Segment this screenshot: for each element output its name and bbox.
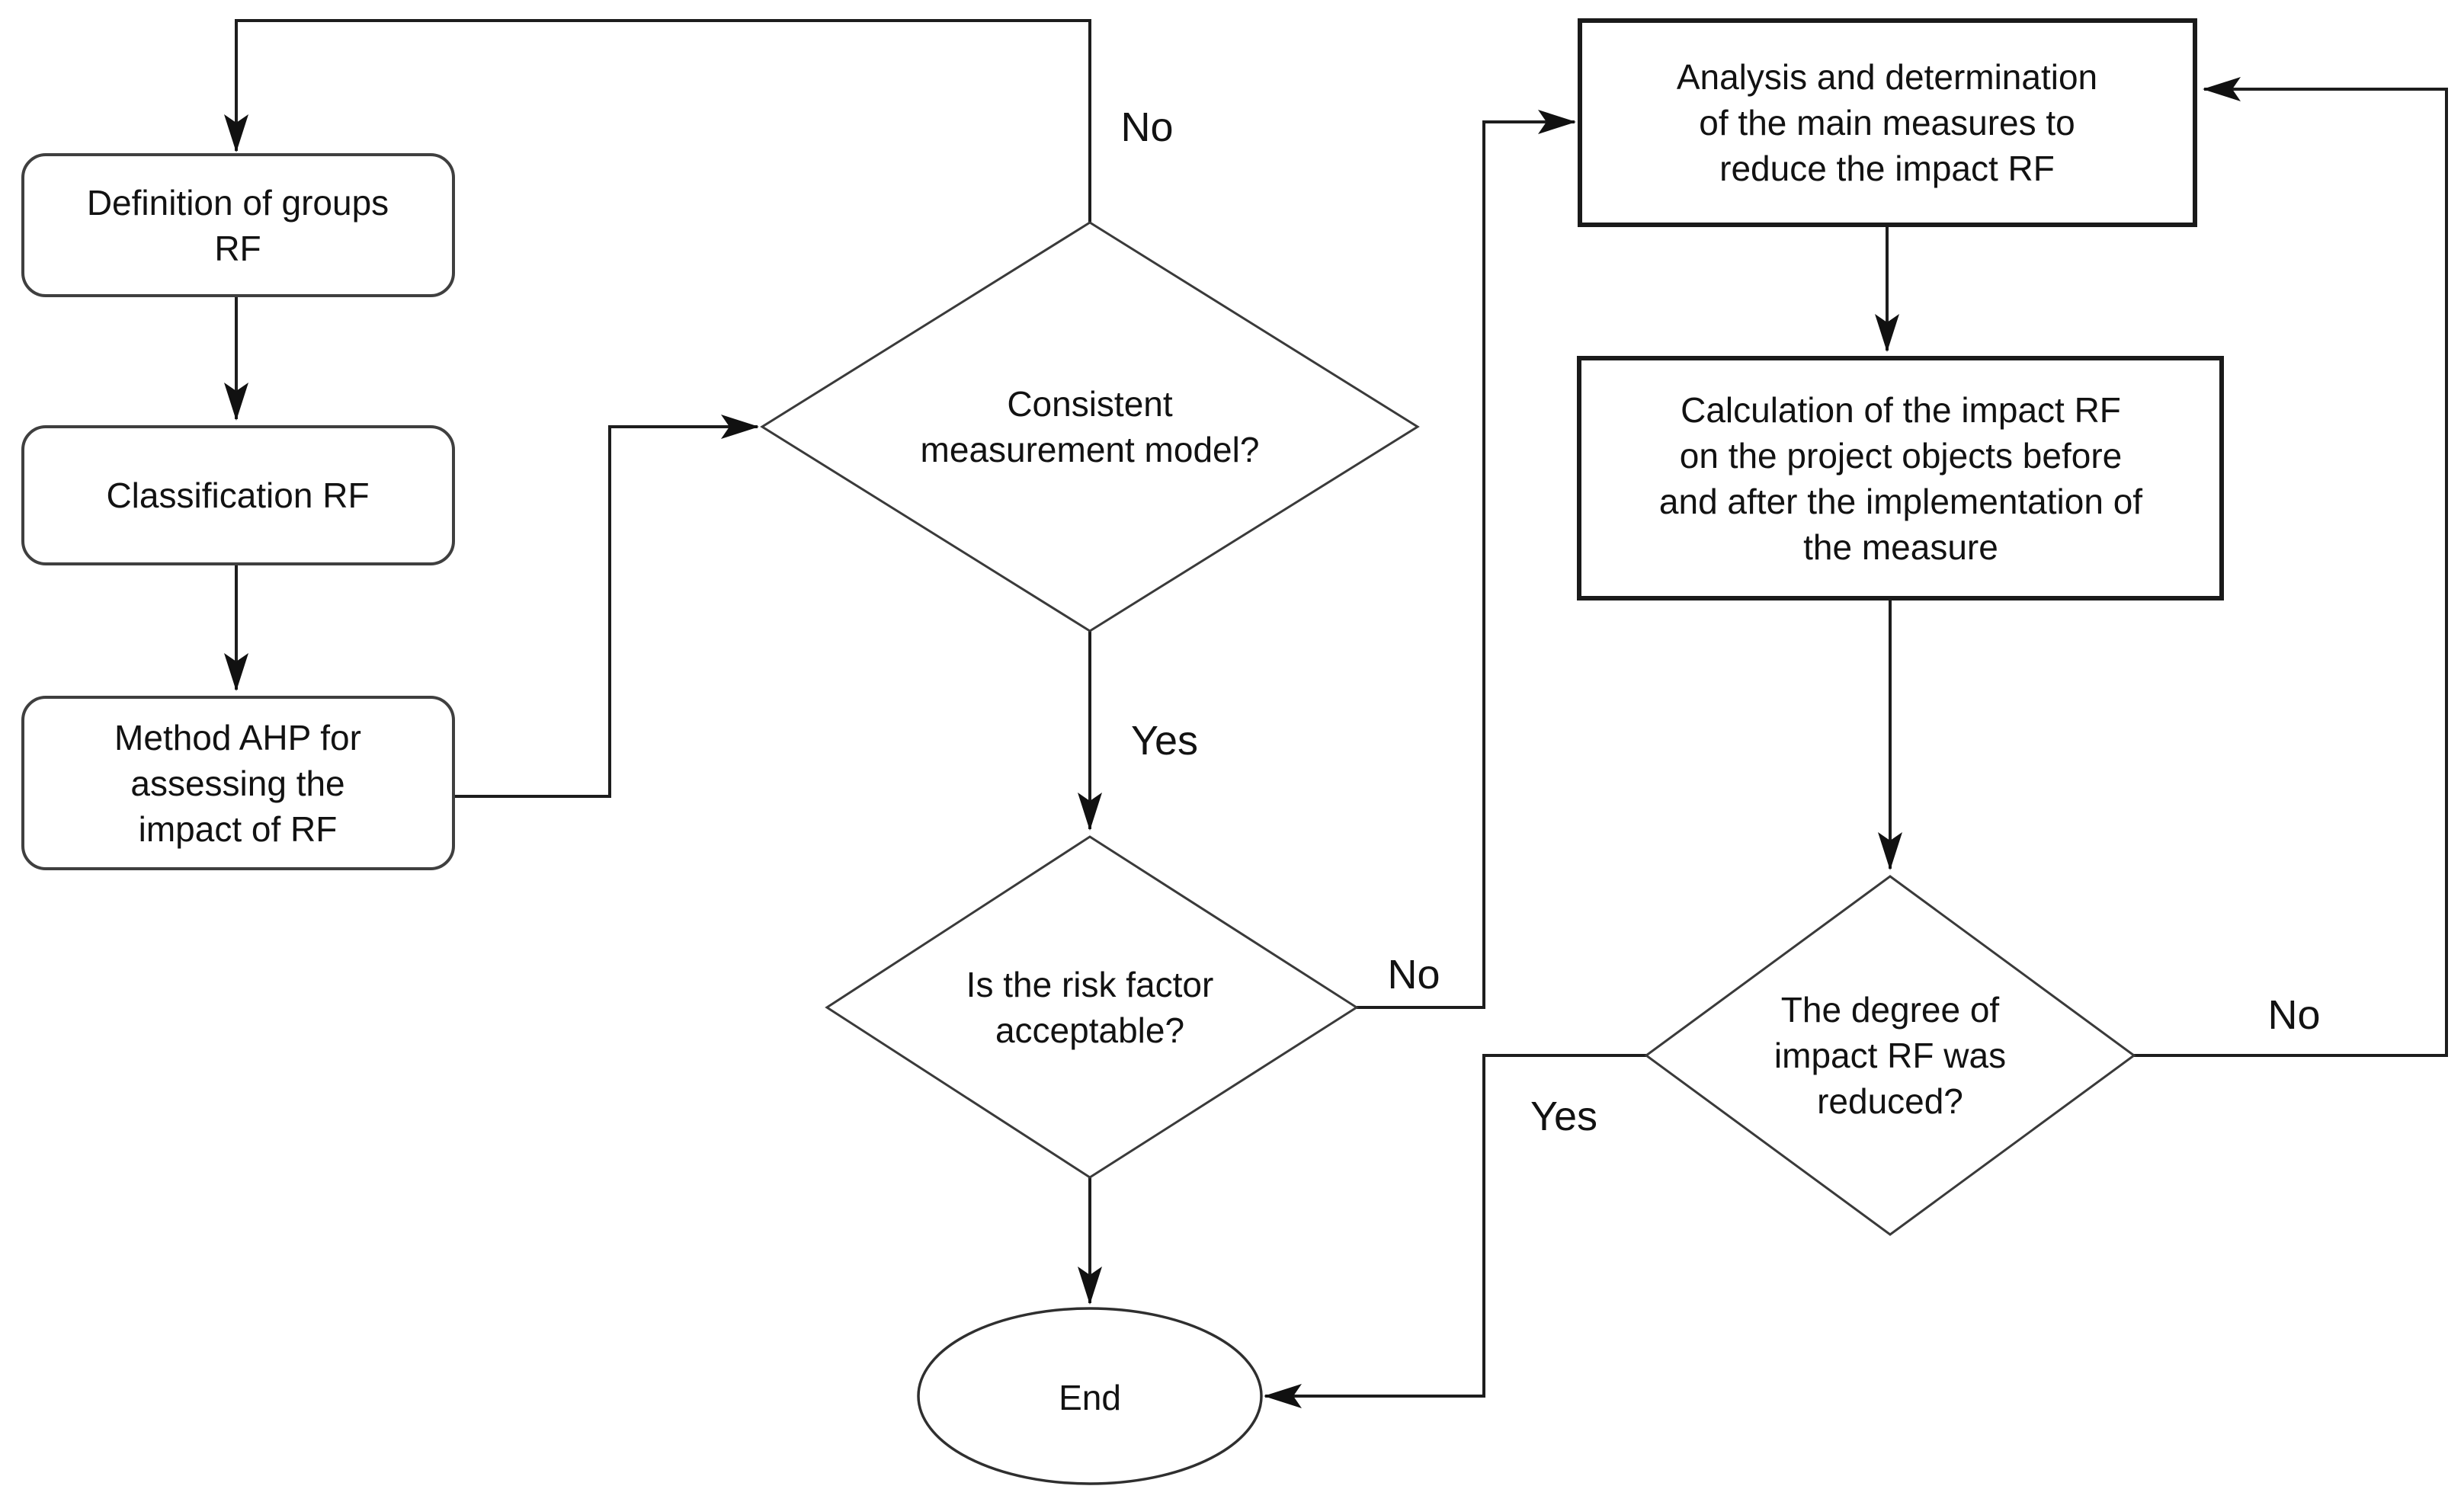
edge-ahp-to-consistent [453, 415, 759, 798]
classification-line-1: Classification RF [106, 476, 369, 515]
calculation-line-3: and after the implementation of [1659, 482, 2142, 521]
definition-line-2: RF [214, 229, 261, 268]
node-analysis-measures: Analysis and determination of the main me… [1578, 18, 2197, 227]
analysis-line-2: of the main measures to [1699, 103, 2075, 143]
classification-box-label: Classification RF [106, 476, 369, 515]
analysis-box-shape [1578, 18, 2197, 227]
degree-line-2: impact RF was [1774, 1036, 2006, 1075]
definition-line-1: Definition of groups [87, 183, 389, 223]
end-label: End [1059, 1378, 1121, 1417]
label-consistent-yes: Yes [1131, 718, 1198, 764]
consistent-line-2: measurement model? [921, 430, 1260, 469]
ahp-line-3: impact of RF [139, 809, 338, 849]
ahp-line-1: Method AHP for [114, 718, 361, 757]
node-calculation-impact: Calculation of the impact RF on the proje… [1577, 356, 2224, 600]
risk-line-1: Is the risk factor [966, 965, 1214, 1004]
calculation-line-4: the measure [1803, 527, 1998, 567]
definition-box-shape [21, 153, 455, 297]
label-consistent-no: No [1120, 104, 1173, 150]
edge-degree-yes-to-end [1264, 1054, 1646, 1408]
degree-diamond-label: The degree of impact RF was reduced? [1774, 990, 2006, 1121]
risk-diamond-shape [825, 835, 1359, 1179]
end-ellipse-shape [917, 1307, 1263, 1485]
ahp-box-shape [21, 696, 455, 870]
edges-group [224, 19, 2448, 1408]
analysis-box-label: Analysis and determination of the main me… [1677, 57, 2097, 188]
calculation-box-label: Calculation of the impact RF on the proje… [1659, 390, 2142, 567]
risk-diamond-label: Is the risk factor acceptable? [966, 965, 1214, 1050]
label-degree-yes: Yes [1530, 1094, 1597, 1139]
ahp-line-2: assessing the [130, 764, 344, 803]
label-risk-no: No [1387, 952, 1440, 998]
node-risk-acceptable-decision: Is the risk factor acceptable? [825, 835, 1359, 1179]
degree-line-3: reduced? [1817, 1081, 1963, 1121]
risk-line-2: acceptable? [995, 1010, 1184, 1050]
degree-line-1: The degree of [1781, 990, 2000, 1030]
node-method-ahp: Method AHP for assessing the impact of RF [21, 696, 455, 870]
consistent-diamond-shape [760, 221, 1420, 633]
node-end-terminator: End [917, 1307, 1263, 1485]
consistent-line-1: Consistent [1007, 384, 1173, 424]
calculation-line-1: Calculation of the impact RF [1681, 390, 2121, 430]
edge-risk-no-to-analysis [1357, 110, 1576, 1009]
calculation-box-shape [1577, 356, 2224, 600]
calculation-line-2: on the project objects before [1680, 436, 2122, 476]
consistent-diamond-label: Consistent measurement model? [921, 384, 1260, 469]
degree-diamond-shape [1644, 875, 2136, 1236]
edge-labels-group: No Yes No No Yes [1120, 104, 2320, 1139]
analysis-line-1: Analysis and determination [1677, 57, 2097, 97]
edge-degree-no-to-analysis [2134, 77, 2448, 1057]
classification-box-shape [21, 425, 455, 565]
edge-consistent-no-to-definition [224, 19, 1091, 223]
node-consistent-model-decision: Consistent measurement model? [760, 221, 1420, 633]
node-classification: Classification RF [21, 425, 455, 565]
label-degree-no: No [2267, 992, 2320, 1038]
analysis-line-3: reduce the impact RF [1719, 149, 2055, 188]
ahp-box-label: Method AHP for assessing the impact of RF [114, 718, 361, 849]
node-degree-reduced-decision: The degree of impact RF was reduced? [1644, 875, 2136, 1236]
